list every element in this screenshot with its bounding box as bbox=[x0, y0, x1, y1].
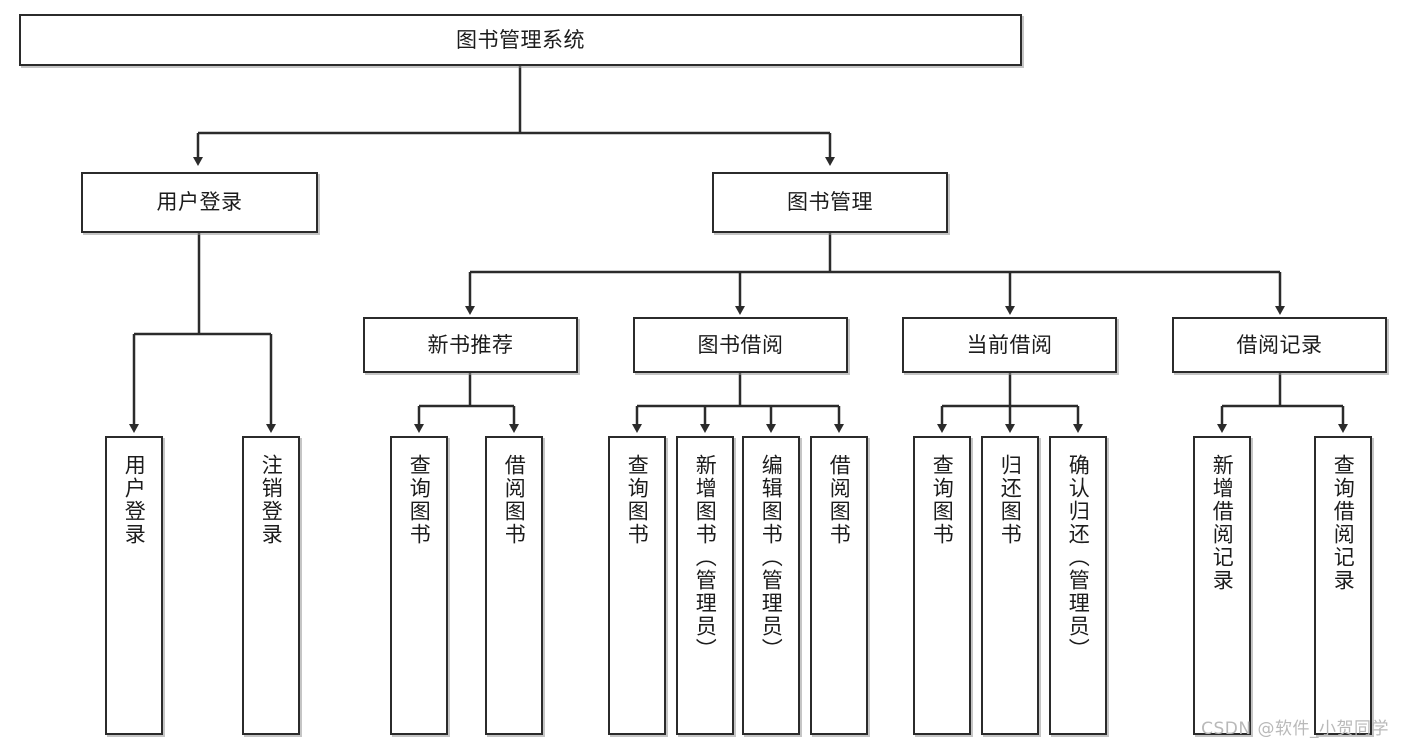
node-leaf-query-book-1[interactable]: 查询图书 bbox=[390, 436, 448, 735]
node-new-book-rec[interactable]: 新书推荐 bbox=[363, 317, 578, 373]
node-book-manage-label: 图书管理 bbox=[787, 190, 873, 215]
node-leaf-logout[interactable]: 注销登录 bbox=[242, 436, 300, 735]
node-user-login-label: 用户登录 bbox=[156, 190, 243, 215]
node-root[interactable]: 图书管理系统 bbox=[19, 14, 1022, 66]
node-leaf-return-book-label: 归还图书 bbox=[998, 454, 1023, 546]
node-leaf-confirm-return-label: 确认归还（管理员） bbox=[1066, 454, 1091, 661]
node-leaf-add-record[interactable]: 新增借阅记录 bbox=[1193, 436, 1251, 735]
node-leaf-query-book-2[interactable]: 查询图书 bbox=[608, 436, 666, 735]
node-borrow-record[interactable]: 借阅记录 bbox=[1172, 317, 1387, 373]
node-current-borrow-label: 当前借阅 bbox=[966, 332, 1053, 357]
node-borrow-record-label: 借阅记录 bbox=[1236, 332, 1323, 357]
node-leaf-add-record-label: 新增借阅记录 bbox=[1210, 454, 1235, 592]
node-book-manage[interactable]: 图书管理 bbox=[712, 172, 948, 233]
csdn-watermark: CSDN @软件_小贺同学 bbox=[1201, 719, 1389, 739]
node-leaf-user-login-label: 用户登录 bbox=[122, 454, 147, 546]
node-new-book-rec-label: 新书推荐 bbox=[427, 332, 514, 357]
node-current-borrow[interactable]: 当前借阅 bbox=[902, 317, 1117, 373]
node-leaf-add-book[interactable]: 新增图书（管理员） bbox=[676, 436, 734, 735]
node-leaf-borrow-book-2-label: 借阅图书 bbox=[827, 454, 852, 546]
node-leaf-query-book-2-label: 查询图书 bbox=[625, 454, 650, 546]
node-leaf-borrow-book-2[interactable]: 借阅图书 bbox=[810, 436, 868, 735]
node-root-label: 图书管理系统 bbox=[456, 27, 585, 52]
node-leaf-logout-label: 注销登录 bbox=[259, 454, 284, 546]
node-leaf-query-record-label: 查询借阅记录 bbox=[1331, 454, 1356, 592]
node-leaf-query-book-1-label: 查询图书 bbox=[407, 454, 432, 546]
node-leaf-borrow-book-1-label: 借阅图书 bbox=[502, 454, 527, 546]
node-leaf-confirm-return[interactable]: 确认归还（管理员） bbox=[1049, 436, 1107, 735]
node-leaf-return-book[interactable]: 归还图书 bbox=[981, 436, 1039, 735]
node-leaf-query-record[interactable]: 查询借阅记录 bbox=[1314, 436, 1372, 735]
node-book-borrow[interactable]: 图书借阅 bbox=[633, 317, 848, 373]
node-leaf-edit-book-label: 编辑图书（管理员） bbox=[759, 454, 784, 661]
node-leaf-edit-book[interactable]: 编辑图书（管理员） bbox=[742, 436, 800, 735]
node-user-login[interactable]: 用户登录 bbox=[81, 172, 318, 233]
node-leaf-query-book-3[interactable]: 查询图书 bbox=[913, 436, 971, 735]
node-leaf-borrow-book-1[interactable]: 借阅图书 bbox=[485, 436, 543, 735]
node-leaf-query-book-3-label: 查询图书 bbox=[930, 454, 955, 546]
node-book-borrow-label: 图书借阅 bbox=[697, 332, 784, 357]
node-leaf-add-book-label: 新增图书（管理员） bbox=[693, 454, 718, 661]
node-leaf-user-login[interactable]: 用户登录 bbox=[105, 436, 163, 735]
